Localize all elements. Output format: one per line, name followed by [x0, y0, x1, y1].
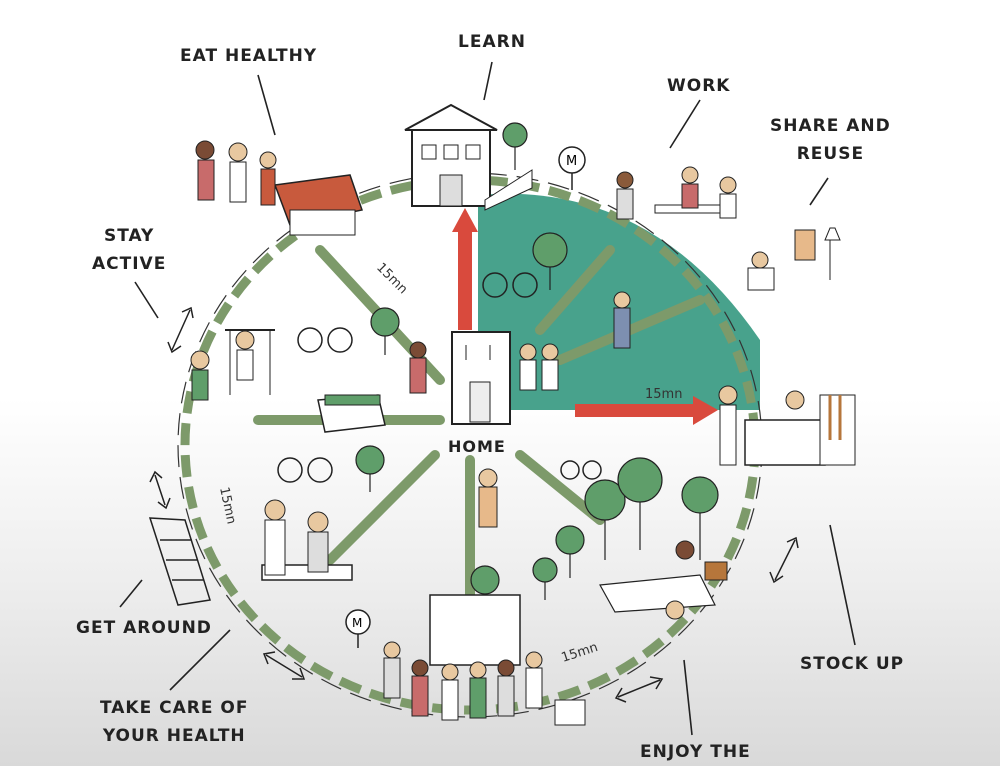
cyclists: [277, 272, 602, 483]
label-get-around: GET AROUND: [76, 618, 212, 638]
home-label: HOME: [448, 437, 506, 456]
stairs-ramp: [148, 517, 211, 606]
metro-letter: M: [566, 154, 577, 169]
market-stall: [195, 140, 363, 236]
home-building: [451, 331, 511, 425]
label-work: WORK: [667, 76, 731, 96]
picnic-scene: [599, 540, 728, 620]
grocery-shop: [718, 385, 856, 466]
distance-label-east: 15mn: [645, 387, 682, 402]
people-near-home: [409, 291, 631, 528]
label-share-and-reuse: SHARE AND REUSE: [770, 116, 891, 164]
leader-lines: [119, 61, 856, 736]
distance-label-nw: 15mn: [373, 260, 410, 297]
town-hall-crowd: [383, 594, 586, 726]
school-building: [404, 103, 533, 211]
label-eat-healthy: EAT HEALTHY: [180, 46, 318, 66]
red-arrow-north: [452, 208, 478, 330]
trees: [355, 122, 719, 612]
label-enjoy: ENJOY THE: [640, 742, 751, 762]
double-arrows: [149, 306, 799, 703]
exercise-area: [190, 329, 275, 401]
label-learn: LEARN: [458, 32, 526, 52]
doctor-scene: [261, 499, 353, 581]
distance-label-south: 15mn: [560, 640, 600, 666]
metro-letter: M: [352, 616, 362, 630]
label-stay-active: STAY ACTIVE: [92, 226, 167, 274]
label-stock-up: STOCK UP: [800, 654, 905, 674]
office-table: [616, 166, 737, 220]
red-arrow-east: [575, 396, 718, 425]
label-take-care-of-your-health: TAKE CARE OF YOUR HEALTH: [100, 698, 249, 746]
metro-sign-north: M: [558, 146, 586, 190]
reuse-furniture: [747, 227, 841, 291]
garden-box: [317, 394, 386, 433]
distance-label-west: 15mn: [216, 486, 238, 526]
metro-sign-south: M: [345, 609, 371, 648]
